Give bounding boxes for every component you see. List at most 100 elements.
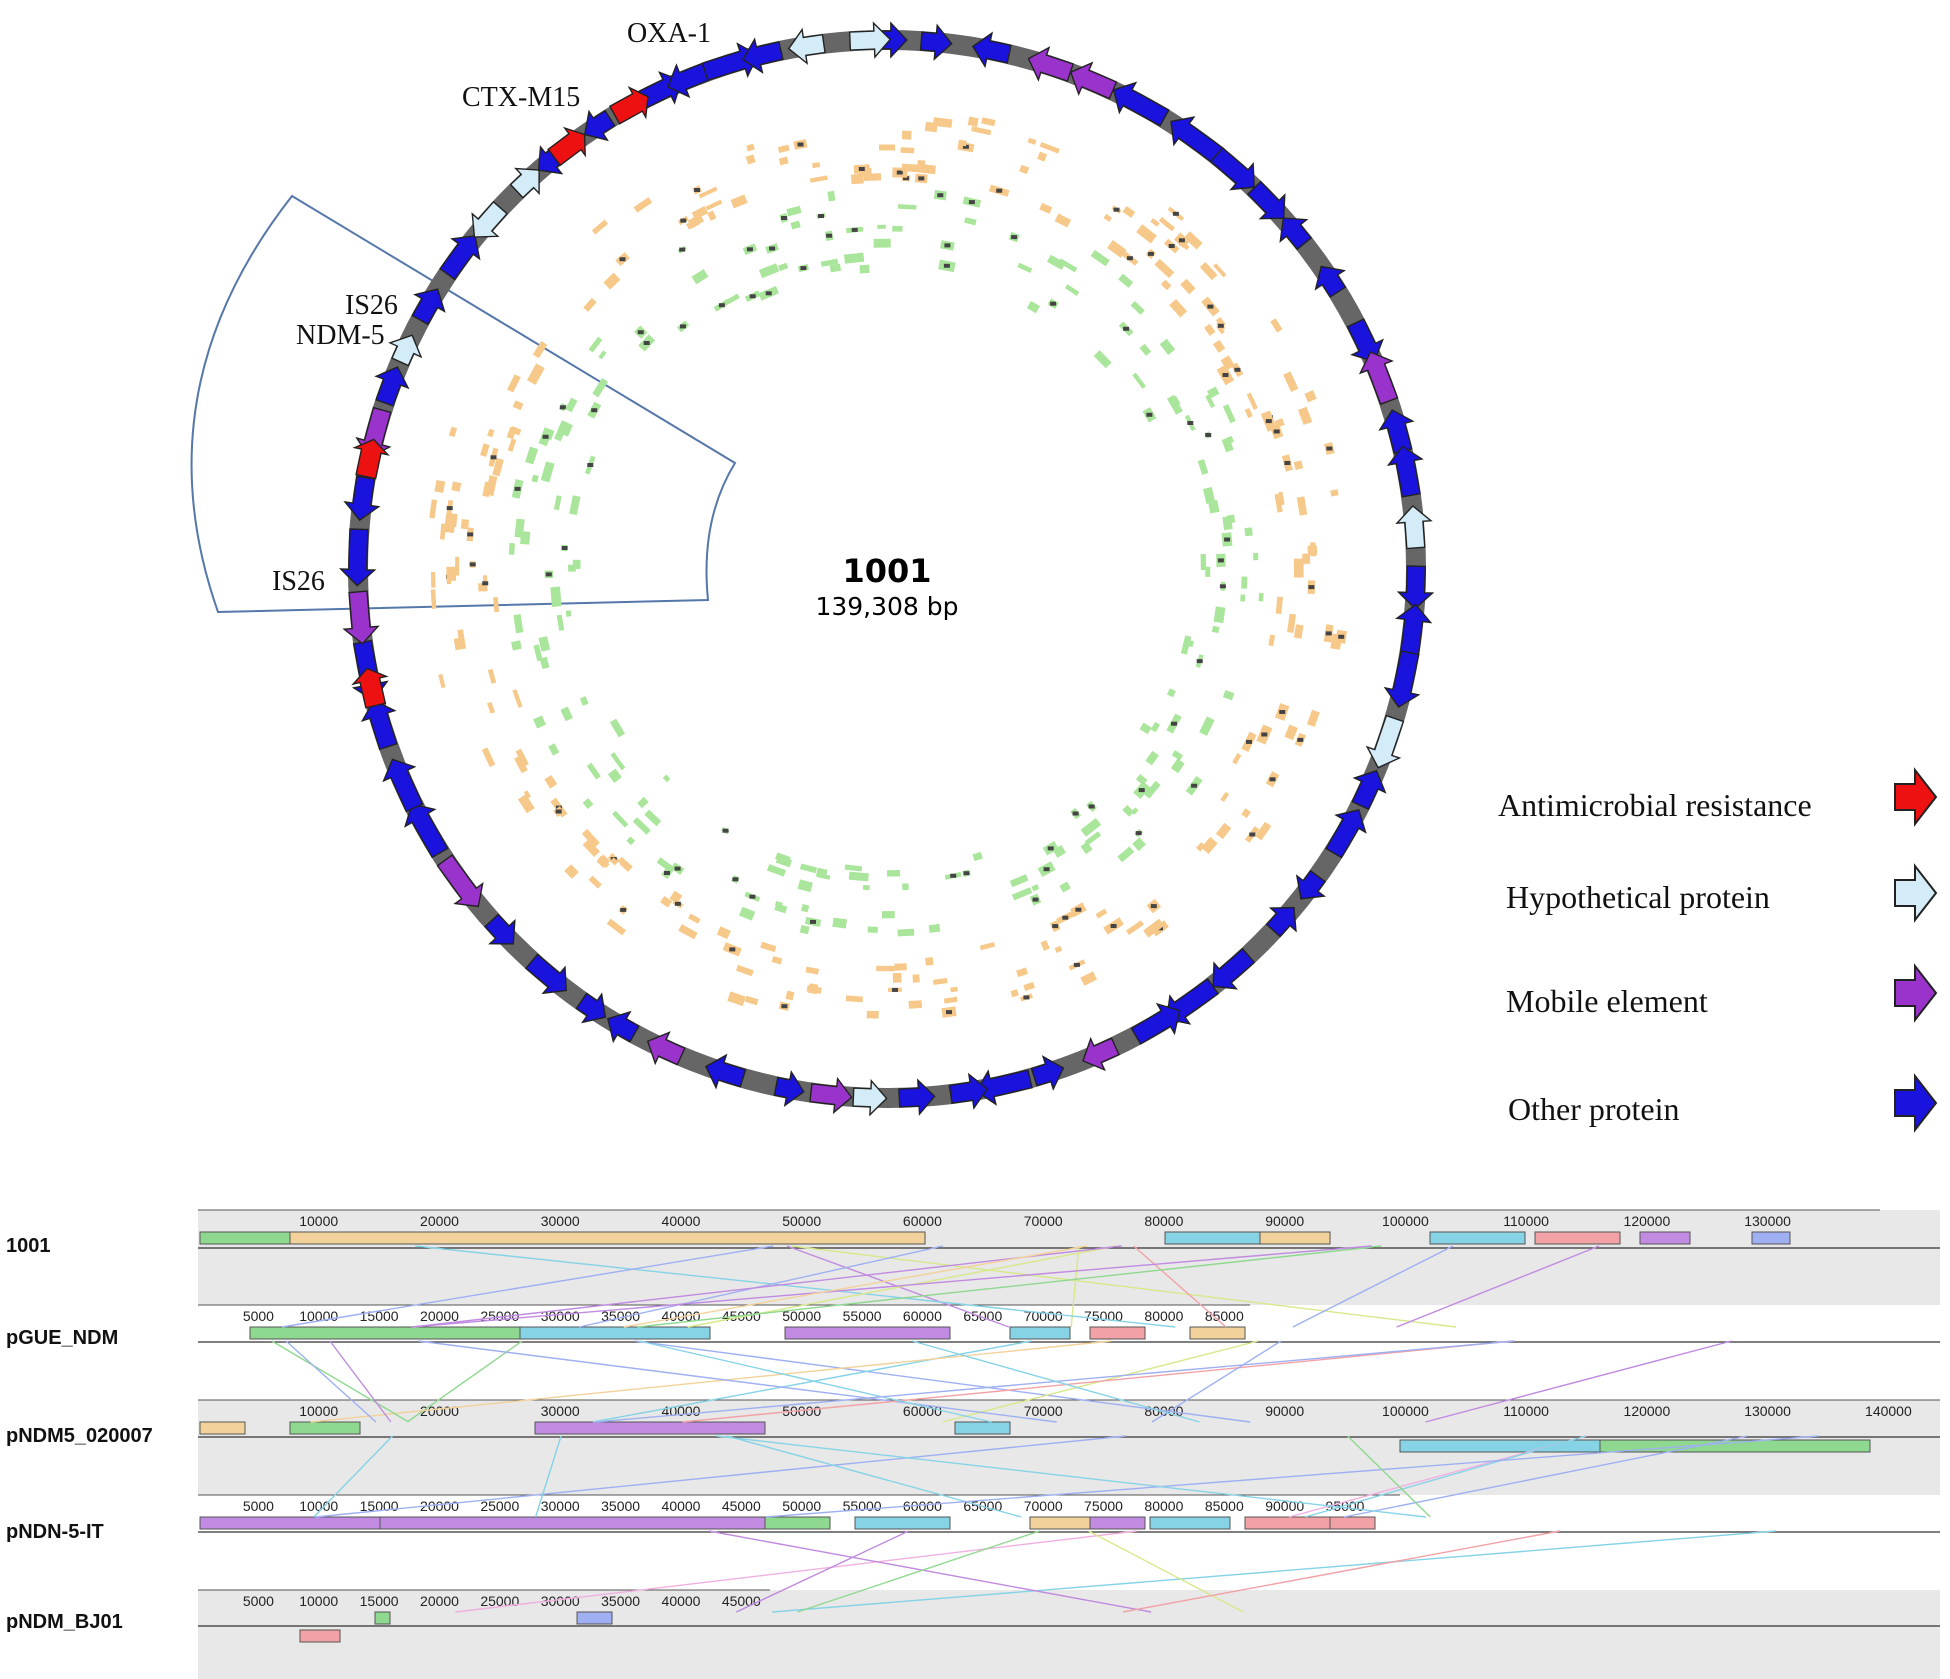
gene-arrow-icon [1130,1002,1181,1045]
legend-item-other-protein: Other protein [1508,1073,1938,1133]
skew-mark [581,828,600,848]
skew-mark [1135,774,1148,786]
skew-mark [548,743,560,756]
skew-mark-core [490,455,497,460]
skew-mark [607,768,622,783]
skew-mark [1144,780,1161,799]
lcb-block [1429,1231,1526,1245]
skew-mark [619,860,632,872]
skew-mark [876,965,895,972]
skew-mark [1246,392,1258,410]
skew-mark-core [1072,811,1079,816]
skew-mark [633,197,653,213]
skew-mark [603,272,621,290]
gene-label-oxa1: OXA-1 [627,18,711,49]
gene-arrow-icon [509,167,540,199]
skew-mark [866,1010,879,1019]
skew-mark [1130,300,1145,315]
skew-mark [760,941,777,953]
skew-mark-core [962,144,969,149]
gene-arrow-icon [741,37,784,74]
skew-mark [972,851,983,862]
lcb-connector [1292,1245,1454,1328]
skew-mark [669,890,683,904]
skew-mark [1059,881,1071,893]
skew-mark [902,883,909,891]
gene-arrow-icon [1246,180,1286,220]
lcb-block [379,1516,766,1530]
lcb-connector [1396,1245,1600,1328]
skew-mark [1185,639,1194,648]
skew-mark-core [892,987,898,992]
skew-mark [507,438,517,452]
skew-mark [508,543,515,555]
lcb-connectors [271,1245,1819,1613]
skew-mark [637,796,649,809]
skew-mark [698,186,718,199]
lcb-connector [623,1245,1088,1328]
skew-mark [544,774,558,789]
skew-mark [1244,527,1253,537]
resistance-gene-icon [351,667,389,709]
gene-arrow-icon [1112,81,1170,127]
skew-mark-core [810,919,816,924]
skew-mark-core [1088,804,1095,809]
ruler-tick-label: 60000 [903,1213,942,1229]
skew-mark [1107,240,1127,258]
legend-label: Hypothetical protein [1506,879,1770,915]
gene-arrow-icon [436,854,484,908]
skew-mark [932,117,953,128]
skew-mark [778,156,789,166]
gene-label-ndm5: NDM-5 [296,320,385,351]
skew-mark [958,139,967,147]
skew-mark [1093,350,1112,369]
skew-mark-core [826,233,833,238]
skew-mark [707,210,717,221]
skew-mark-core [950,873,957,878]
skew-mark [1199,716,1215,736]
lcb-connector [912,1340,1200,1423]
track-name-pndm5: pNDM5_020007 [6,1425,153,1447]
skew-mark-core [1222,373,1229,377]
gene-label-is26-lower: IS26 [272,566,325,597]
skew-mark [705,199,723,211]
skew-mark [964,217,977,226]
gc-content-ring [429,116,1347,1019]
skew-mark [1122,804,1135,817]
skew-mark [481,747,496,768]
lcb-connector [1070,1245,1080,1328]
skew-mark-core [781,1004,788,1009]
skew-mark [845,995,863,1003]
skew-mark [565,610,572,617]
skew-mark-core [968,200,975,205]
ruler-tick-label: 20000 [420,1213,459,1229]
gene-arrow-icon [704,1053,747,1090]
skew-mark [967,116,979,127]
skew-mark-core [1168,244,1175,248]
skew-mark [786,205,802,217]
lcb-block [249,1326,521,1340]
skew-mark-core [1297,737,1304,742]
skew-mark [597,856,610,869]
skew-mark [1226,514,1236,524]
lcb-connector [637,1245,1382,1328]
skew-mark-core [1052,924,1059,929]
skew-mark-core [680,324,686,329]
lcb-connector [1347,1435,1431,1518]
skew-mark-core [1196,659,1203,664]
skew-mark-core [963,871,970,876]
skew-mark [1274,418,1285,428]
skew-mark [1080,817,1102,837]
ruler-tick-label: 60000 [903,1308,942,1324]
skew-mark [1220,355,1235,371]
ruler-tick-label: 90000 [1265,1213,1304,1229]
lcb-block [854,1516,951,1530]
skew-mark [809,175,828,183]
skew-mark [523,790,532,799]
skew-mark-core [1246,739,1252,744]
gene-arrow-icon [342,590,380,645]
gene-arrow-icon [787,27,826,65]
skew-mark [746,143,755,152]
